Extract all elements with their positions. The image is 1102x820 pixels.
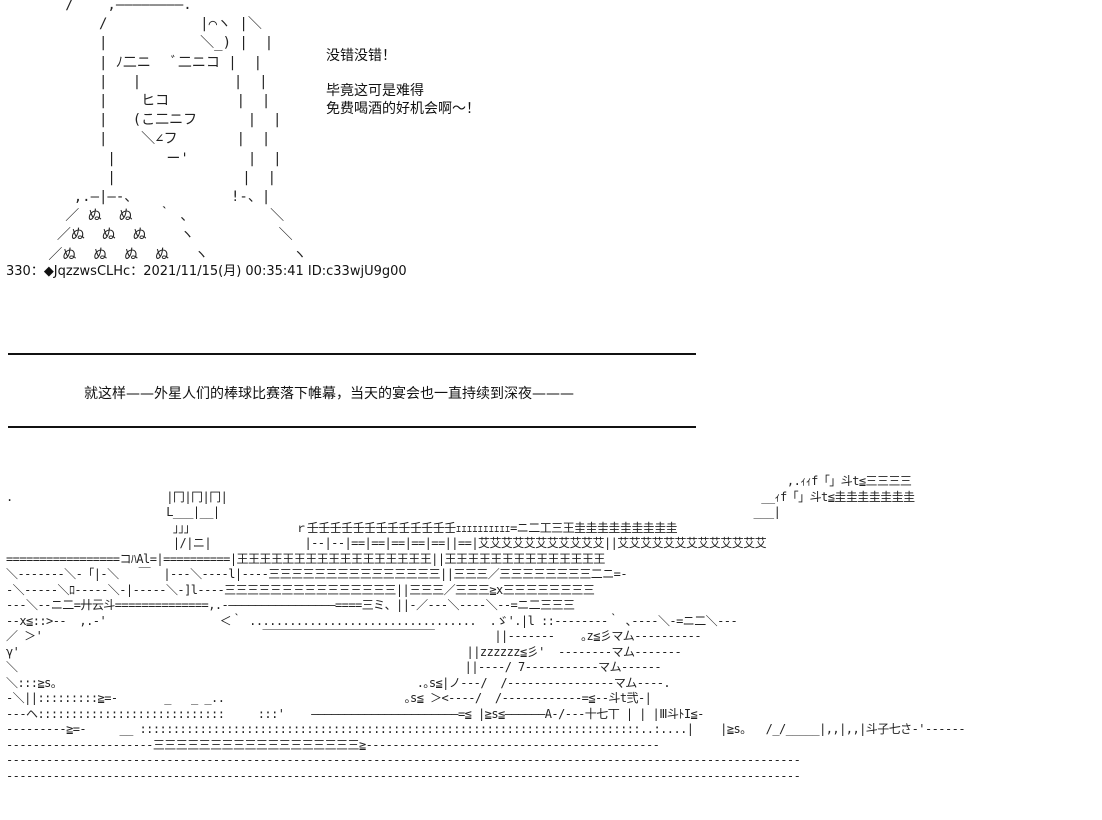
dialogue-exclamation: 没错没错！ bbox=[326, 47, 396, 65]
divider-bottom bbox=[8, 426, 696, 428]
divider-top bbox=[8, 353, 696, 355]
character-ascii-art: / ,――――――――. / |⌒ヽ |＼ | ＼_) | | | ﾉ二ニ ﾞ二… bbox=[48, 0, 307, 263]
dialogue-line: 没错没错！ bbox=[326, 48, 396, 64]
stadium-ascii-art: ,.ｨｨf「」斗t≦三三三三 . |冂|冂|冂| __ｨf「」斗t≦圭圭圭圭圭圭… bbox=[6, 474, 966, 783]
post-header: 330：◆JqzzwsCLHc：2021/11/15(月) 00:35:41 I… bbox=[6, 264, 407, 279]
narration-text: 就这样——外星人们的棒球比赛落下帷幕，当天的宴会也一直持续到深夜——— bbox=[84, 386, 574, 402]
dialogue-line: 毕竟这可是难得 bbox=[326, 83, 424, 99]
dialogue-line: 免费喝酒的好机会啊～！ bbox=[326, 101, 480, 117]
dialogue-speech: 毕竟这可是难得 免费喝酒的好机会啊～！ bbox=[326, 82, 480, 118]
